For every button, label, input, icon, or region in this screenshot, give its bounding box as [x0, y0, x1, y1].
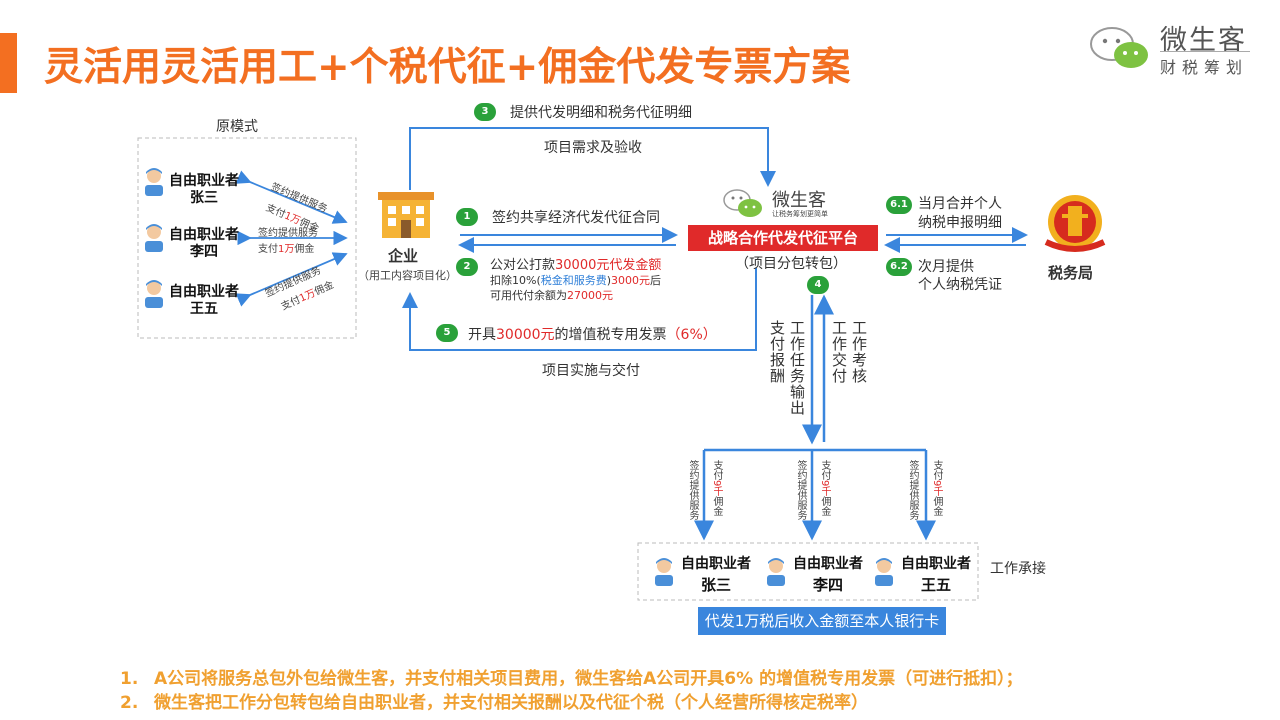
title-accent-bar	[0, 33, 17, 93]
step62-badge: 6.2	[886, 258, 912, 276]
delivery-label: 项目实施与交付	[542, 363, 640, 379]
original-mode-label: 原模式	[216, 119, 258, 135]
step3-label: 提供代发明细和税务代征明细	[510, 105, 692, 121]
orig-worker-3-name: 王五	[190, 301, 218, 317]
note-2: 2.微生客把工作分包转包给自由职业者，并支付相关报酬以及代征个税（个人经营所得核…	[120, 693, 868, 713]
top-loop-arrow	[409, 127, 776, 190]
orig-worker-2-title: 自由职业者	[169, 227, 239, 243]
work-label: 工作承接	[990, 561, 1046, 577]
platform-wechat-icon	[723, 189, 762, 217]
step61-line1: 当月合并个人	[918, 196, 1002, 212]
orig-arrow-3	[235, 252, 348, 307]
step1-badge: 1	[456, 208, 478, 226]
dist-3-pay: 支付9千佣金	[931, 460, 942, 517]
logo-sub: 财税筹划	[1160, 58, 1249, 77]
step5-label: 开具30000元的增值税专用发票（6%）	[468, 327, 717, 343]
workers-box	[637, 542, 979, 601]
worker-avatar-icon	[145, 168, 163, 196]
logo-name: 微生客	[1160, 25, 1247, 56]
vertical-col3: 工作交付	[830, 320, 848, 384]
enterprise-building-icon	[378, 192, 434, 238]
worker-1-name: 张三	[700, 576, 731, 594]
step2-line2: 扣除10%(税金和服务费)3000元后	[490, 274, 662, 287]
worker-2-name: 李四	[812, 576, 843, 594]
step5-badge: 5	[436, 324, 458, 342]
worker-avatar-icon	[145, 280, 163, 308]
orig-worker-1-name: 张三	[190, 190, 218, 206]
original-mode-box	[137, 137, 357, 339]
orig-worker-2-name: 李四	[190, 244, 218, 260]
tax-bureau-name: 税务局	[1048, 264, 1094, 282]
step2-badge: 2	[456, 258, 478, 276]
enterprise-name: 企业	[388, 247, 419, 265]
logo-divider	[1160, 51, 1250, 52]
step61-badge: 6.1	[886, 196, 912, 214]
worker-avatar-icon	[145, 224, 163, 252]
dist-3-sign: 签约提供服务	[907, 460, 918, 520]
vertical-col4: 工作考核	[850, 320, 868, 384]
dist-2-sign: 签约提供服务	[795, 460, 806, 520]
orig-arrow-2-bottom: 支付1万佣金	[258, 244, 315, 255]
bank-payout-box: 代发1万税后收入金额至本人银行卡	[698, 607, 946, 635]
step3-badge: 3	[474, 103, 496, 121]
step2-line1: 公对公打款30000元代发金额	[490, 258, 662, 273]
bottom-loop-arrow	[402, 268, 757, 351]
worker-3-title: 自由职业者	[901, 556, 971, 572]
dist-2-pay: 支付9千佣金	[819, 460, 830, 517]
orig-arrow-2-top: 签约提供服务	[258, 228, 318, 239]
demand-label: 项目需求及验收	[544, 140, 642, 156]
orig-arrow-1	[235, 170, 348, 224]
platform-logo-tagline: 让税务筹划更简单	[772, 210, 828, 218]
vertical-col2: 工作任务输出	[788, 320, 806, 416]
note-1: 1.A公司将服务总包外包给微生客，并支付相关项目费用，微生客给A公司开具6% 的…	[120, 669, 1023, 689]
dist-1-sign: 签约提供服务	[687, 460, 698, 520]
worker-1-title: 自由职业者	[681, 556, 751, 572]
platform-sub: （项目分包转包）	[735, 256, 847, 272]
platform-logo-name: 微生客	[772, 190, 826, 211]
worker-2-title: 自由职业者	[793, 556, 863, 572]
wechat-logo-icon	[1090, 27, 1148, 68]
step2-line3: 可用代付余额为27000元	[490, 289, 613, 302]
notes-list: 1.A公司将服务总包外包给微生客，并支付相关项目费用，微生客给A公司开具6% 的…	[120, 664, 1023, 713]
step1-label: 签约共享经济代发代征合同	[492, 210, 660, 226]
worker-avatar-icon	[767, 558, 785, 586]
orig-worker-3-title: 自由职业者	[169, 284, 239, 300]
step62-line2: 个人纳税凭证	[918, 277, 1002, 293]
dist-1-pay: 支付9千佣金	[711, 460, 722, 517]
step4-badge: 4	[807, 276, 829, 294]
orig-worker-1-title: 自由职业者	[169, 173, 239, 189]
tax-bureau-emblem-icon	[1044, 195, 1106, 252]
vertical-col1: 支付报酬	[768, 320, 786, 384]
worker-avatar-icon	[655, 558, 673, 586]
platform-name: 战略合作代发代征平台	[688, 225, 878, 251]
step62-line1: 次月提供	[918, 259, 974, 275]
page-title: 灵活用灵活用工+个税代征+佣金代发专票方案	[44, 45, 851, 90]
worker-3-name: 王五	[920, 576, 951, 594]
step61-line2: 纳税申报明细	[918, 215, 1002, 231]
worker-avatar-icon	[875, 558, 893, 586]
enterprise-sub: （用工内容项目化）	[358, 269, 457, 282]
